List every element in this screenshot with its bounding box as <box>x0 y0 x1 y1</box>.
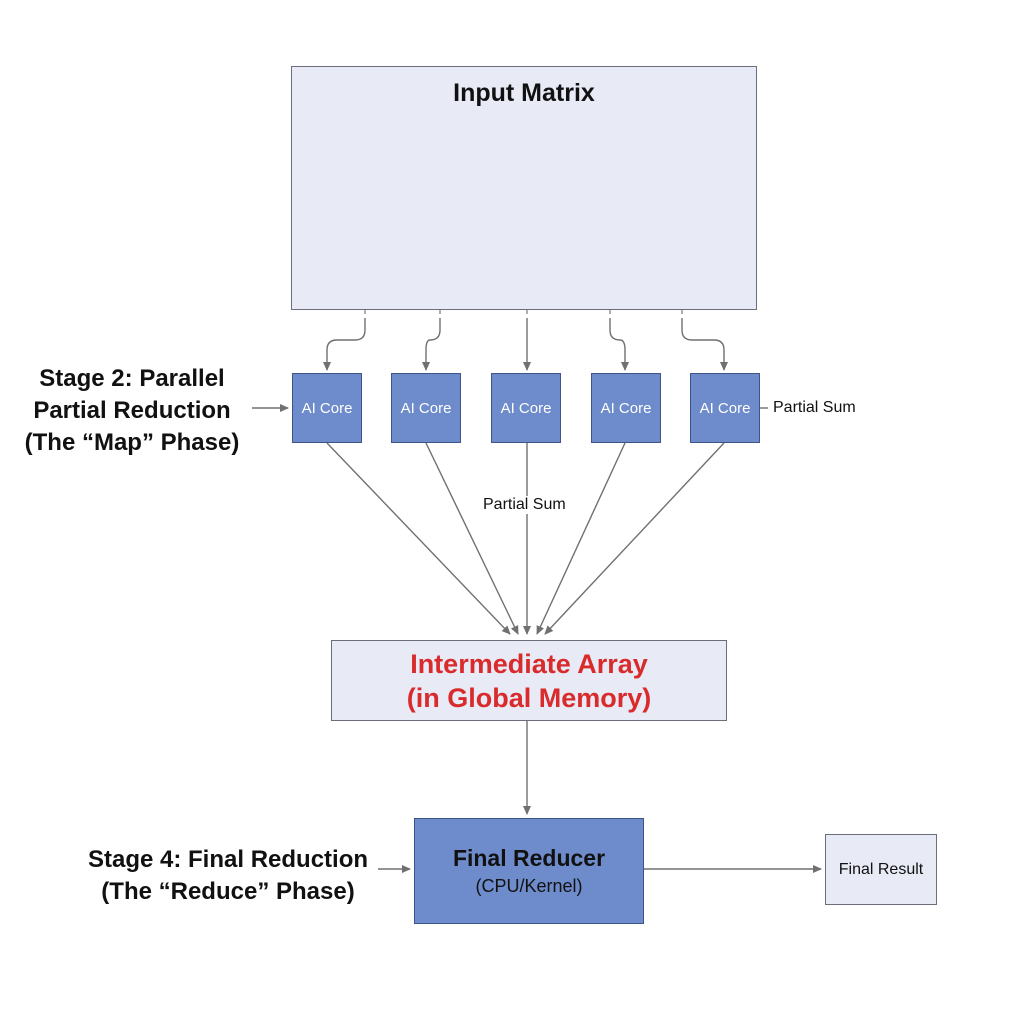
partial-sum-label-right: Partial Sum <box>773 399 856 416</box>
input-matrix-box: Input Matrix <box>291 66 757 310</box>
final-reducer-box: Final Reducer (CPU/Kernel) <box>414 818 644 924</box>
arrow-core4-to-array <box>536 442 626 635</box>
final-reducer-title: Final Reducer <box>452 845 606 871</box>
arrow-to-core-4 <box>609 318 629 371</box>
stage2-line3: (The “Map” Phase) <box>24 429 240 456</box>
arrow-to-core-5 <box>681 318 728 371</box>
final-reducer-subtitle: (CPU/Kernel) <box>475 876 583 896</box>
arrow-core5-to-array <box>544 442 725 635</box>
stage4-line1: Stage 4: Final Reduction <box>87 846 369 873</box>
ai-core-5: AI Core <box>690 373 760 443</box>
final-result-box: Final Result <box>825 834 937 905</box>
stage2-label: Stage 2: Parallel Partial Reduction (The… <box>10 363 254 459</box>
ai-core-2: AI Core <box>391 373 461 443</box>
core-to-intermediate-arrows <box>326 442 725 635</box>
ai-core-4: AI Core <box>591 373 661 443</box>
stage4-label: Stage 4: Final Reduction (The “Reduce” P… <box>76 844 380 908</box>
arrow-to-core-1 <box>323 318 366 371</box>
input-matrix-title: Input Matrix <box>453 79 595 107</box>
stage2-line1: Stage 2: Parallel <box>39 365 225 392</box>
partial-sum-label-center: Partial Sum <box>481 496 568 514</box>
intermediate-array-subtitle: (in Global Memory) <box>406 682 652 713</box>
arrow-to-core-2 <box>422 318 441 371</box>
arrow-core1-to-array <box>326 442 511 635</box>
intermediate-array-title: Intermediate Array <box>410 648 648 679</box>
stage4-line2: (The “Reduce” Phase) <box>101 878 355 905</box>
matrix-to-core-arrows <box>323 318 728 371</box>
stage2-line2: Partial Reduction <box>33 397 231 424</box>
arrow-core2-to-array <box>425 442 519 635</box>
ai-core-3: AI Core <box>491 373 561 443</box>
ai-core-1: AI Core <box>292 373 362 443</box>
intermediate-array-box: Intermediate Array (in Global Memory) <box>331 640 727 721</box>
